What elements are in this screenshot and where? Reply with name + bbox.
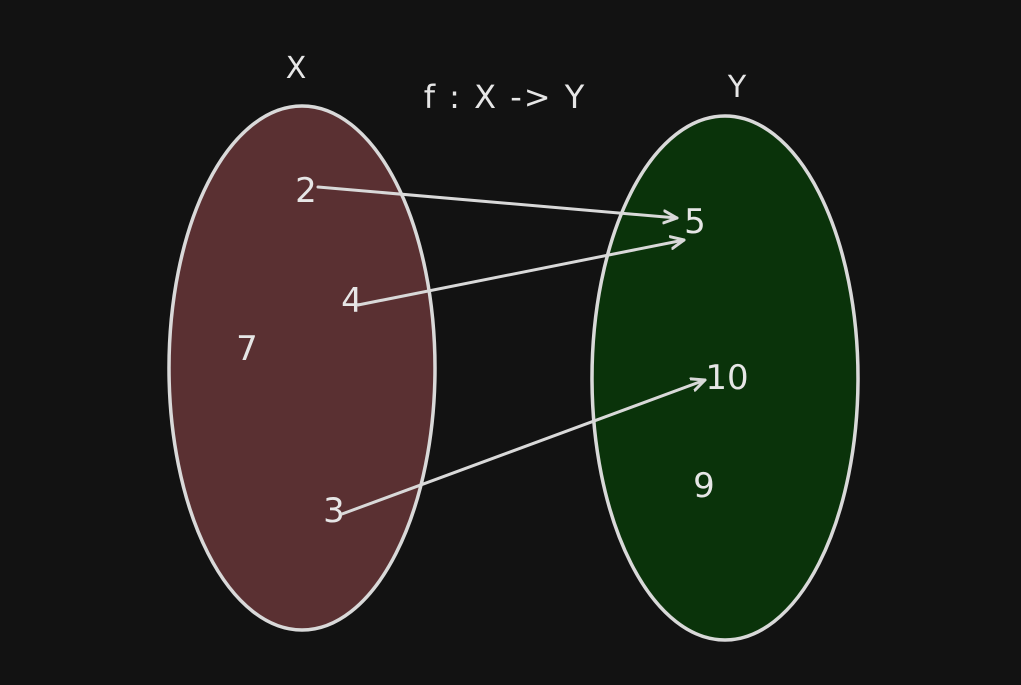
element-x-7: 7 (236, 329, 258, 369)
mapping-arrow-3-to-10 (340, 380, 707, 516)
set-y-ellipse (590, 114, 860, 642)
element-y-10: 10 (705, 358, 748, 398)
set-x-ellipse (167, 104, 437, 632)
set-y-name: Y (727, 70, 747, 105)
element-y-5: 5 (684, 202, 706, 242)
element-x-2: 2 (295, 171, 317, 211)
mapping-arrow-4-to-5 (356, 240, 686, 307)
element-y-9: 9 (693, 466, 715, 506)
function-title: f : X -> Y (424, 78, 587, 116)
set-x-name: X (286, 51, 307, 86)
mapping-arrow-2-to-5 (316, 185, 679, 218)
element-x-3: 3 (323, 491, 345, 531)
element-x-4: 4 (341, 281, 363, 321)
